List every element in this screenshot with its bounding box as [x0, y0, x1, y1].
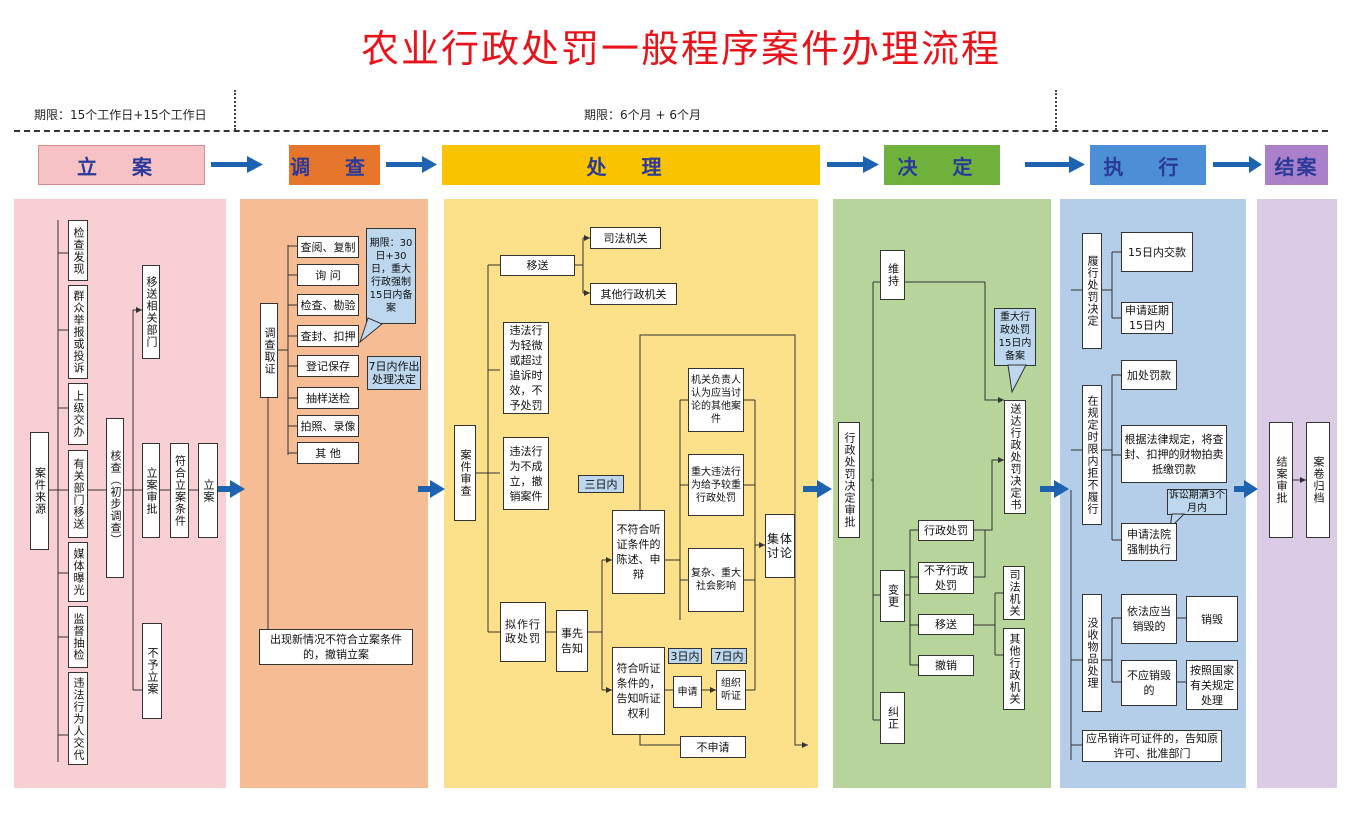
change-box: 变更 [880, 570, 905, 622]
inv-item: 拍照、录像 [297, 415, 359, 437]
page-title: 农业行政处罚一般程序案件办理流程 [360, 27, 1001, 71]
not-established-box: 违法行为不成立，撤销案件 [503, 437, 549, 510]
collective-discussion-box: 集体讨论 [765, 514, 795, 578]
source-item: 监督抽检 [68, 606, 88, 668]
period-divider [234, 90, 236, 130]
period-right: 期限：6个月 + 6个月 [584, 108, 701, 122]
approve-box: 立案审批 [142, 443, 160, 538]
transfer-dept-box: 移送相关部门 [142, 265, 160, 359]
court-enforce-box: 申请法院强制执行 [1121, 523, 1177, 561]
archive-box: 案卷归档 [1306, 422, 1330, 538]
seven-day-callout: 7日内作出处理决定 [367, 356, 421, 390]
perform-decision-box: 履行处罚决定 [1082, 233, 1102, 349]
cancel-case-box: 出现新情况不符合立案条件的，撤销立案 [259, 629, 413, 665]
surcharge-box: 加处罚款 [1121, 360, 1177, 390]
inv-item: 抽样送检 [297, 387, 359, 409]
not-file-box: 不予立案 [142, 623, 162, 719]
transfer-box: 移送 [500, 255, 575, 276]
three-days-label: 三日内 [578, 475, 624, 493]
revoke-box: 撤销 [918, 655, 974, 676]
stage-jiean: 结案 [1265, 145, 1328, 185]
verify-box: 核查（初步调查） [106, 418, 124, 578]
source-item: 群众举报或投诉 [68, 285, 88, 379]
no-apply-box: 不申请 [680, 736, 746, 758]
auction-box: 根据法律规定，将查封、扣押的财物拍卖抵缴罚款 [1121, 425, 1227, 483]
inv-item: 询 问 [297, 264, 359, 286]
pay-in-15-days-box: 15日内交款 [1121, 232, 1193, 272]
no-penalty-box: 不予行政处罚 [918, 562, 974, 594]
inv-item: 登记保存 [297, 355, 359, 377]
inv-item: 查封、扣押 [297, 325, 359, 347]
major-filing-callout: 重大行政处罚15日内备案 [994, 308, 1036, 366]
collect-evidence-box: 调查取证 [260, 303, 278, 398]
source-item: 检查发现 [68, 220, 88, 281]
file-case-box: 立案 [198, 443, 218, 538]
other-admin-box: 其他行政机关 [590, 283, 677, 305]
source-item: 违法行为人交代 [68, 672, 88, 765]
close-approve-box: 结案审批 [1269, 422, 1293, 538]
litigation-period-callout: 诉讼期满3个月内 [1167, 489, 1227, 515]
admin-penalty-box: 行政处罚 [918, 520, 974, 541]
state-handle-box: 按照国家有关规定处理 [1186, 660, 1238, 710]
confiscate-box: 没收物品处理 [1082, 594, 1102, 712]
plan-penalty-box: 拟作行政处罚 [500, 602, 546, 662]
refuse-box: 在规定时限内拒不履行 [1082, 385, 1102, 525]
inv-item: 其 他 [297, 442, 359, 464]
timeline-line [14, 130, 1328, 132]
case-type-b: 重大违法行为给予较重行政处罚 [688, 454, 744, 516]
judicial-box: 司法机关 [1003, 566, 1025, 620]
destroy-box: 销毁 [1186, 596, 1238, 642]
statement-defense-box: 不符合听证条件的陈述、申辩 [612, 510, 665, 594]
stage-lian: 立 案 [38, 145, 205, 185]
extend-box: 申请延期15日内 [1121, 302, 1173, 334]
deliver-decision-box: 送达行政处罚决定书 [1004, 400, 1026, 514]
three-days-hearing-label: 3日内 [668, 648, 702, 664]
penalty-decision-box: 行政处罚决定审批 [838, 422, 860, 538]
destroy-should-box: 依法应当销毁的 [1121, 594, 1177, 644]
case-type-a: 机关负责人认为应当讨论的其他案件 [688, 368, 744, 432]
judicial-box: 司法机关 [590, 227, 661, 249]
stage-diaocha: 调 查 [289, 145, 380, 185]
period-note-callout: 期限：30日+30日，重大行政强制15日内备案 [366, 228, 416, 324]
source-item: 有关部门移送 [68, 450, 88, 538]
period-left: 期限：15个工作日+15个工作日 [34, 108, 207, 122]
transfer-box: 移送 [918, 614, 974, 635]
correct-box: 纠正 [880, 692, 905, 744]
not-destroy-box: 不应销毁的 [1121, 660, 1177, 706]
maintain-box: 维持 [880, 250, 905, 300]
stage-jueding: 决 定 [884, 145, 1000, 185]
case-type-c: 复杂、重大社会影响 [688, 548, 744, 612]
apply-box: 申请 [673, 676, 702, 708]
revoke-license-box: 应吊销许可证件的，告知原许可、批准部门 [1082, 730, 1222, 762]
hearing-rights-box: 符合听证条件的，告知听证权利 [612, 647, 665, 735]
source-item: 媒体曝光 [68, 542, 88, 602]
stage-zhixing: 执 行 [1090, 145, 1206, 185]
source-item: 上级交办 [68, 383, 88, 445]
prior-notice-box: 事先告知 [556, 610, 588, 672]
organize-hearing-box: 组织听证 [716, 670, 746, 710]
inv-item: 检查、勘验 [297, 294, 359, 316]
minor-violation-box: 违法行为轻微或超过追诉时效，不予处罚 [503, 322, 549, 414]
case-source-box: 案件来源 [30, 432, 49, 550]
period-divider [1055, 90, 1057, 130]
other-admin-box: 其他行政机关 [1003, 628, 1025, 710]
inv-item: 查阅、复制 [297, 236, 359, 258]
seven-days-hearing-label: 7日内 [711, 648, 747, 664]
case-review-box: 案件审查 [454, 425, 476, 521]
meets-condition-box: 符合立案条件 [170, 443, 189, 538]
stage-chuli: 处 理 [442, 145, 820, 185]
